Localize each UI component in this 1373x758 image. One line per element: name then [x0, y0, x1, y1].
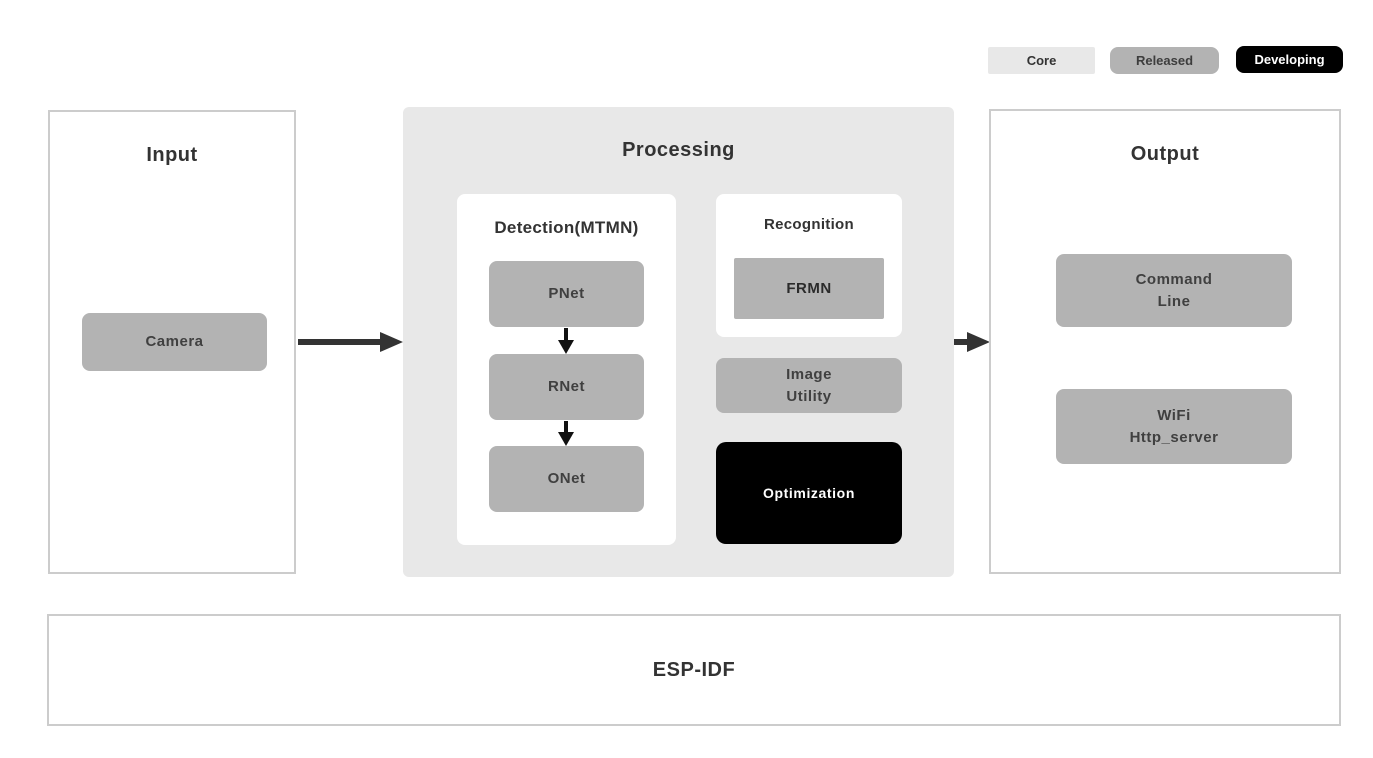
processing-to-output-arrow-head — [967, 332, 990, 352]
processing-panel: Processing Detection(MTMN) PNet RNet ONe… — [403, 107, 954, 577]
input-panel-title: Input — [146, 144, 198, 166]
rnet-to-onet-arrow-head — [558, 432, 574, 446]
onet-node: ONet — [489, 446, 644, 512]
pnet-to-rnet-arrow-head — [558, 340, 574, 354]
output-panel-title: Output — [1130, 143, 1200, 165]
command-line-line2: Line — [1157, 292, 1191, 310]
command-line-line1: Command — [1135, 270, 1213, 288]
recognition-group: Recognition FRMN — [716, 194, 902, 337]
processing-to-output-arrow-line — [954, 339, 969, 345]
optimization-node: Optimization — [716, 442, 902, 544]
pnet-to-rnet-arrow-stem — [564, 328, 568, 341]
image-utility-line1: Image — [786, 365, 832, 383]
image-utility-node: Image Utility — [716, 358, 902, 413]
input-panel: Input Camera — [48, 110, 296, 574]
frmn-node: FRMN — [734, 258, 884, 319]
wifi-line2: Http_server — [1129, 428, 1219, 446]
pnet-node: PNet — [489, 261, 644, 327]
legend-released-badge: Released — [1110, 47, 1219, 74]
camera-node: Camera — [82, 313, 267, 371]
rnet-node: RNet — [489, 354, 644, 420]
recognition-group-title: Recognition — [764, 216, 854, 233]
input-to-processing-arrow-line — [298, 339, 381, 345]
esp-idf-panel: ESP-IDF — [47, 614, 1341, 726]
wifi-http-server-node: WiFi Http_server — [1056, 389, 1292, 464]
esp-idf-panel-title: ESP-IDF — [652, 658, 736, 681]
legend-core-badge: Core — [988, 47, 1095, 74]
rnet-to-onet-arrow-stem — [564, 421, 568, 433]
detection-group-title: Detection(MTMN) — [494, 218, 639, 237]
output-panel: Output Command Line WiFi Http_server — [989, 109, 1341, 574]
image-utility-line2: Utility — [786, 387, 832, 405]
detection-group: Detection(MTMN) PNet RNet ONet — [457, 194, 676, 545]
legend-developing-badge: Developing — [1236, 46, 1343, 73]
processing-panel-title: Processing — [622, 139, 735, 161]
input-to-processing-arrow-head — [380, 332, 403, 352]
wifi-line1: WiFi — [1157, 406, 1191, 424]
command-line-node: Command Line — [1056, 254, 1292, 327]
